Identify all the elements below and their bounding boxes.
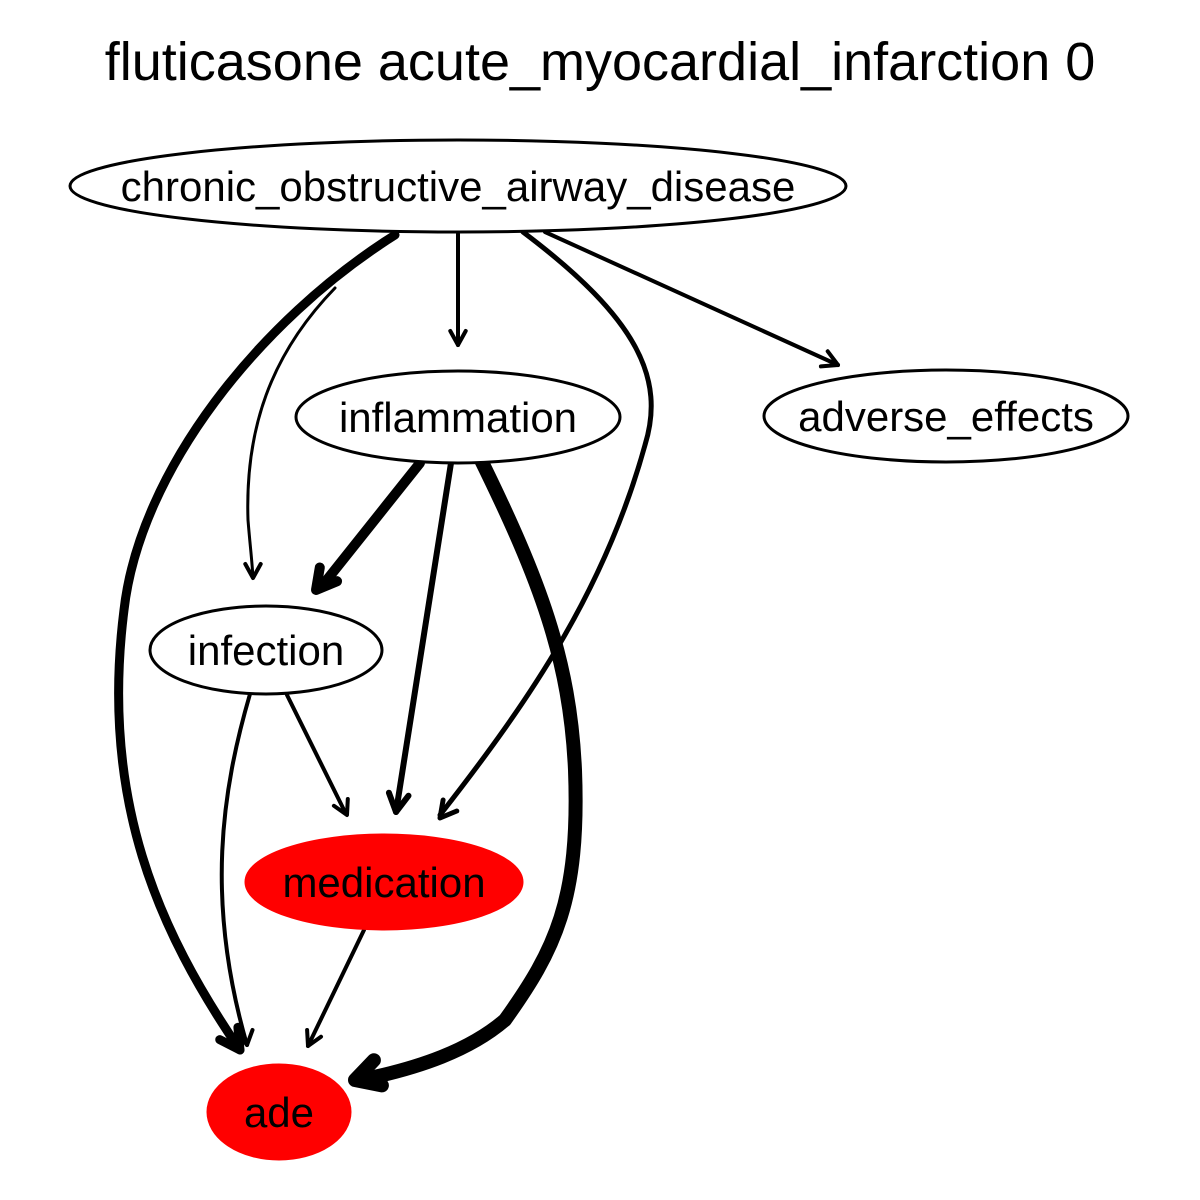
edge-line	[317, 458, 425, 591]
edge-line	[306, 928, 366, 1048]
node-shape	[244, 833, 524, 931]
node-medication: medication	[244, 833, 524, 931]
edge-line	[246, 286, 337, 580]
edge-arrowhead	[818, 349, 840, 369]
edge-inflammation-to-medication	[385, 460, 454, 815]
edge-line	[437, 229, 654, 818]
node-label: adverse_effects	[798, 393, 1094, 440]
edge-line	[543, 230, 840, 367]
node-copd: chronic_obstructive_airway_disease	[68, 138, 848, 234]
nodes-layer: chronic_obstructive_airway_diseaseinflam…	[68, 138, 1130, 1161]
edge-copd-to-infection	[243, 286, 337, 580]
edge-copd-to-medication	[437, 229, 654, 821]
edge-infection-to-medication	[285, 693, 350, 817]
edge-infection-to-ade	[219, 692, 255, 1047]
node-adverse_effects: adverse_effects	[762, 368, 1130, 464]
node-shape	[762, 368, 1130, 464]
node-label: inflammation	[339, 394, 577, 441]
edge-line	[285, 693, 347, 814]
node-label: infection	[188, 627, 344, 674]
edge-arrowhead	[437, 797, 460, 821]
edges-layer	[114, 229, 840, 1093]
edge-arrowhead	[235, 1028, 255, 1047]
node-label: medication	[282, 859, 485, 906]
edge-arrowhead	[243, 562, 263, 580]
edge-copd-to-inflammation	[448, 232, 468, 347]
graph-title: fluticasone acute_myocardial_infarction …	[105, 32, 1096, 92]
edge-line	[393, 460, 454, 815]
node-label: chronic_obstructive_airway_disease	[121, 163, 796, 210]
edge-inflammation-to-infection	[311, 458, 425, 595]
node-infection: infection	[148, 604, 384, 696]
edge-arrowhead	[385, 789, 412, 815]
edge-line	[114, 230, 400, 1055]
node-inflammation: inflammation	[294, 369, 622, 465]
edge-arrowhead	[448, 329, 468, 347]
node-shape	[148, 604, 384, 696]
edge-arrowhead	[311, 562, 343, 595]
node-ade: ade	[206, 1063, 352, 1161]
node-shape	[206, 1063, 352, 1161]
node-label: ade	[244, 1089, 314, 1136]
edge-line	[353, 451, 583, 1087]
edge-arrowhead	[305, 1028, 323, 1048]
edge-medication-to-ade	[305, 928, 366, 1048]
node-shape	[68, 138, 848, 234]
edge-inflammation-to-ade	[348, 451, 583, 1093]
edge-arrowhead	[348, 1053, 389, 1093]
edge-line	[219, 692, 252, 1047]
edge-copd-to-adverse_effects	[543, 230, 840, 369]
node-shape	[294, 369, 622, 465]
edge-arrowhead	[331, 797, 350, 817]
